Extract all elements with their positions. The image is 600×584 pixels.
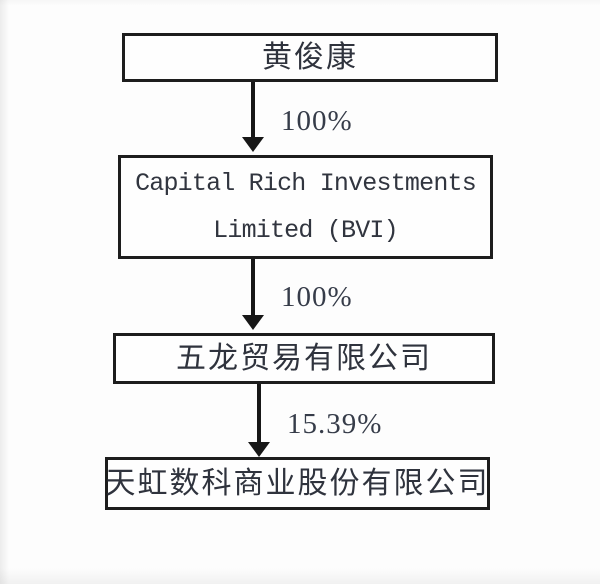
node-label: 天虹数科商业股份有限公司 [105, 466, 490, 500]
arrow-down-icon [242, 137, 264, 152]
node-label: 黄俊康 [262, 40, 358, 74]
ownership-percentage-label: 100% [281, 281, 353, 313]
arrow-down-icon [248, 442, 270, 457]
node-tianhong-digital-commercial: 天虹数科商业股份有限公司 [105, 457, 490, 510]
node-capital-rich-investments: Capital Rich Investments Limited (BVI) [118, 155, 493, 259]
node-label-line1: Capital Rich Investments [135, 168, 477, 198]
node-label-line2: Limited (BVI) [213, 215, 398, 245]
node-label: 五龙贸易有限公司 [176, 341, 432, 375]
ownership-percentage-label: 15.39% [287, 408, 383, 440]
arrow-stem [251, 259, 255, 316]
node-huang-junkang: 黄俊康 [122, 33, 498, 82]
arrow-stem [251, 82, 255, 138]
arrow-stem [257, 384, 261, 443]
arrow-down-icon [242, 315, 264, 330]
node-wulong-trading: 五龙贸易有限公司 [113, 333, 495, 384]
ownership-percentage-label: 100% [281, 105, 353, 137]
